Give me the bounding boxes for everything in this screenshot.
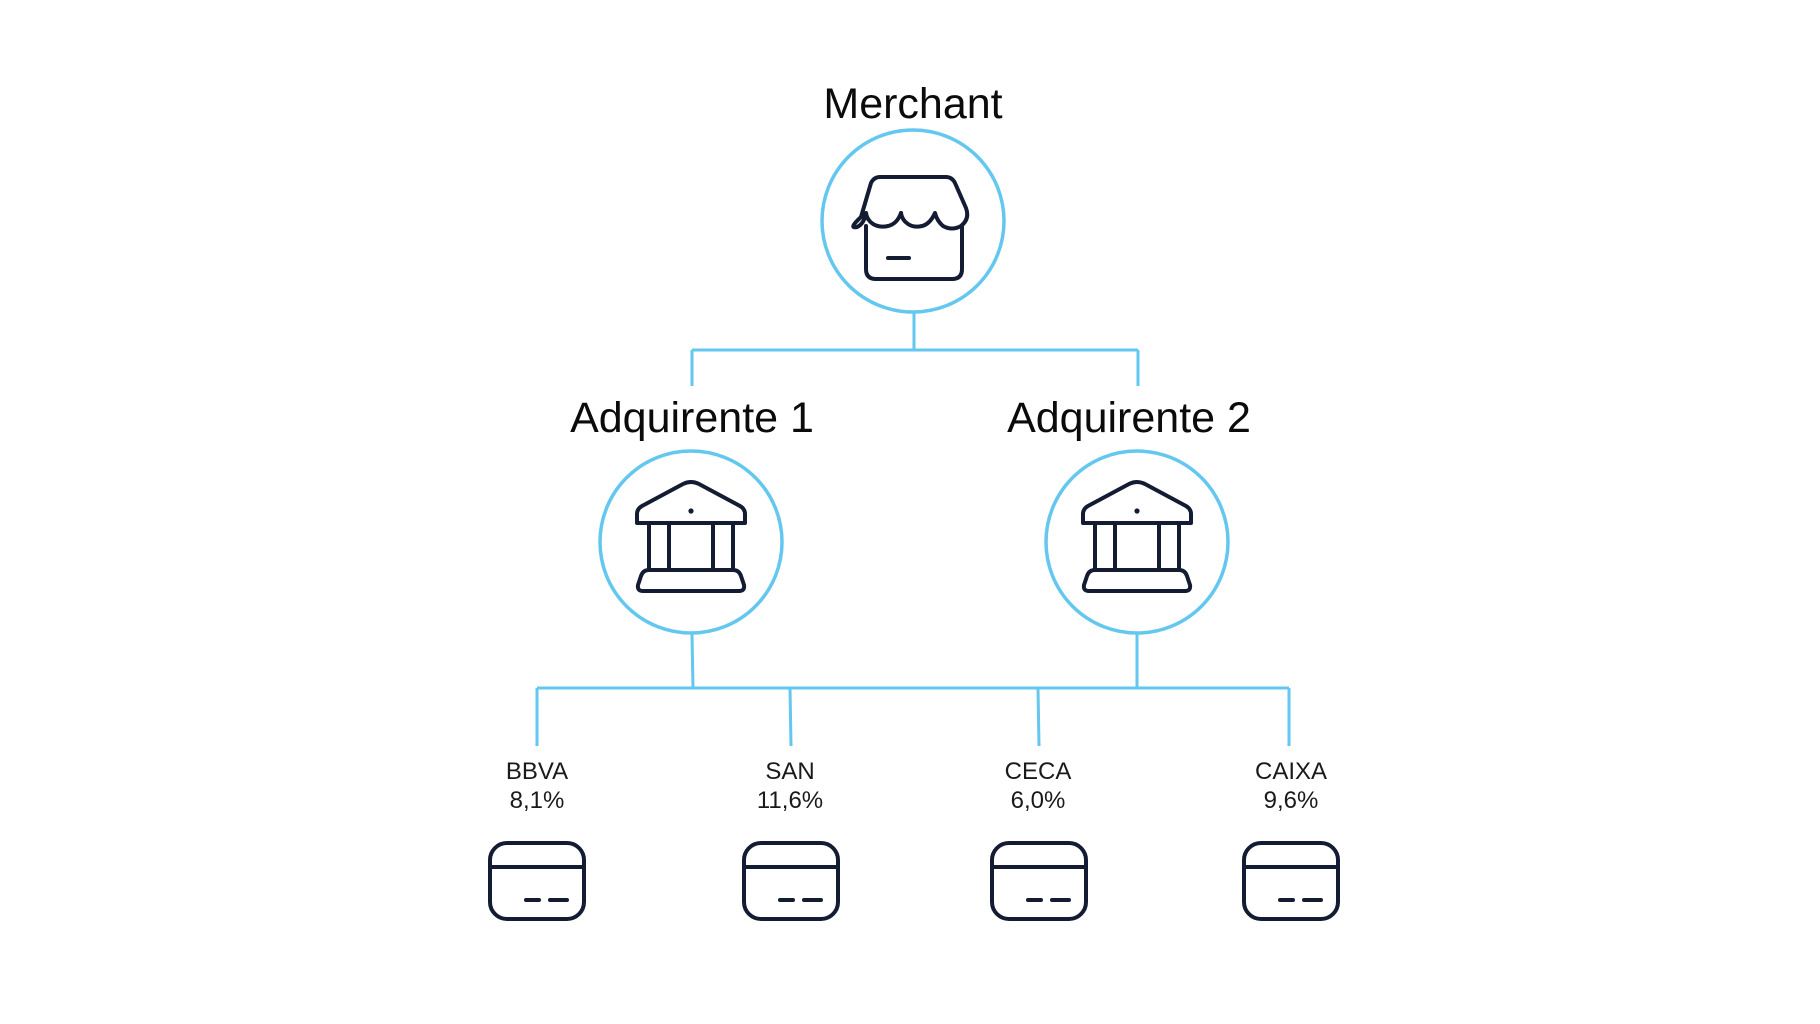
issuer-name: SAN bbox=[765, 758, 814, 785]
issuer-share: 6,0% bbox=[1011, 787, 1066, 814]
issuer-node-bbva: BBVA 8,1% bbox=[488, 758, 586, 921]
issuer-node-caixa: CAIXA 9,6% bbox=[1242, 758, 1340, 921]
acquirer-node-1: Adquirente 1 bbox=[570, 394, 814, 635]
bank-icon bbox=[635, 480, 747, 593]
connector-acquirers-to-issuers bbox=[535, 633, 1291, 747]
issuer-share: 11,6% bbox=[757, 787, 823, 814]
connector-merchant-to-acquirers bbox=[690, 313, 1140, 386]
credit-card-icon bbox=[1242, 841, 1340, 921]
connectors bbox=[535, 313, 1291, 747]
credit-card-icon bbox=[742, 841, 840, 921]
acquirer-2-circle bbox=[1044, 449, 1230, 635]
acquirer-1-circle bbox=[598, 449, 784, 635]
issuer-share: 9,6% bbox=[1264, 787, 1319, 814]
merchant-node: Merchant bbox=[820, 80, 1006, 314]
merchant-circle bbox=[820, 128, 1006, 314]
merchant-label: Merchant bbox=[823, 80, 1002, 128]
credit-card-icon bbox=[990, 841, 1088, 921]
credit-card-icon bbox=[488, 841, 586, 921]
bank-icon bbox=[1081, 480, 1193, 593]
issuer-name: CAIXA bbox=[1255, 758, 1327, 785]
issuer-name: BBVA bbox=[506, 758, 568, 785]
issuer-share: 8,1% bbox=[510, 787, 565, 814]
storefront-icon bbox=[851, 175, 970, 281]
acquirer-node-2: Adquirente 2 bbox=[1007, 394, 1251, 635]
acquirer-1-label: Adquirente 1 bbox=[570, 394, 814, 442]
issuer-name: CECA bbox=[1005, 758, 1072, 785]
acquirer-2-label: Adquirente 2 bbox=[1007, 394, 1251, 442]
issuer-node-ceca: CECA 6,0% bbox=[990, 758, 1088, 921]
issuer-node-san: SAN 11,6% bbox=[742, 758, 840, 921]
